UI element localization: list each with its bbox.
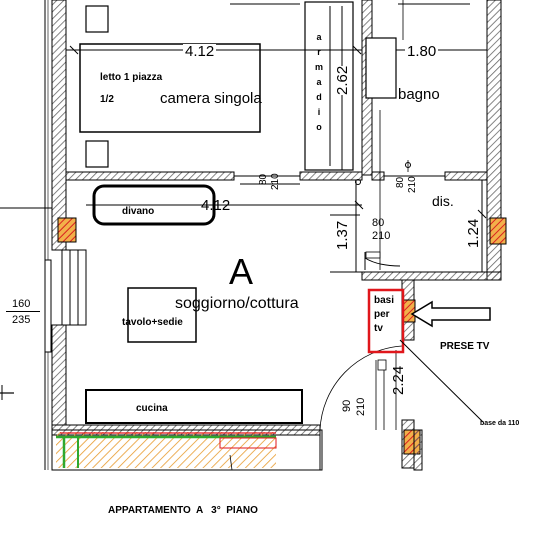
room-label-kitchen: cucina (136, 403, 168, 414)
room-label-hall: dis. (432, 193, 454, 209)
wall-hall-bottom (361, 271, 502, 281)
nightstand-top (85, 5, 109, 33)
door-bath-h: 210 (407, 176, 418, 193)
balcony (51, 425, 323, 471)
tv-arrow (410, 300, 491, 328)
dim-living-width: 4.12 (201, 197, 231, 214)
dim-bedroom-width: 4.12 (183, 43, 217, 60)
red-patch-left (57, 217, 77, 243)
window-left (44, 249, 87, 353)
tv-base-box (367, 288, 405, 354)
room-label-living: soggiorno/cottura (175, 295, 299, 312)
wall-bedroom-living-2 (299, 171, 363, 181)
door-bath-w: 80 (395, 176, 406, 188)
apartment-letter: A (229, 251, 254, 292)
door-entry-h: 210 (355, 397, 367, 416)
room-label-bath: bagno (398, 86, 440, 103)
red-patch-tv (402, 299, 416, 323)
room-label-bed-size: 1/2 (100, 94, 114, 105)
entry-door-swing (319, 345, 403, 431)
door-hall-w: 80 (372, 217, 385, 229)
door-bedroom-h: 210 (270, 173, 281, 190)
dim-hall-depth: 1.24 (465, 218, 482, 248)
nightstand-bottom (85, 140, 109, 168)
wardrobe-label: a r m a d i o (314, 32, 323, 132)
kitchen-counter (85, 389, 303, 424)
wall-bath-hall-2 (444, 171, 488, 181)
dim-wardrobe-depth: 2.62 (334, 65, 351, 95)
tv-base-label: base da 110 (480, 420, 520, 427)
door-entry-w: 90 (341, 399, 353, 412)
window-dim-h: 235 (12, 314, 31, 326)
wall-bedroom-living (65, 171, 235, 181)
wall-bath-hall (371, 171, 385, 181)
tv-sockets-label: PRESE TV (440, 341, 490, 352)
room-label-table: tavolo+sedie (122, 317, 183, 328)
red-patch-right (489, 217, 507, 245)
window-dim-w: 160 (12, 298, 31, 310)
dim-passage-depth: 1.37 (334, 220, 351, 250)
bed (79, 43, 261, 133)
plan-caption: APPARTAMENTO A 3° PIANO (108, 505, 258, 516)
room-label-single: camera singola (160, 90, 262, 107)
door-hall-h: 210 (372, 230, 391, 242)
tv-box-label: basi per tv (374, 295, 395, 334)
dim-bottom-depth: 2.24 (390, 365, 407, 395)
wall-left (51, 0, 67, 426)
door-bedroom-w: 80 (258, 173, 269, 185)
bathroom-fixture (365, 37, 397, 99)
table (127, 287, 197, 343)
room-label-sofa: divano (122, 206, 155, 217)
room-label-bed: letto 1 piazza (100, 72, 163, 83)
dim-bath-width: 1.80 (405, 43, 439, 60)
